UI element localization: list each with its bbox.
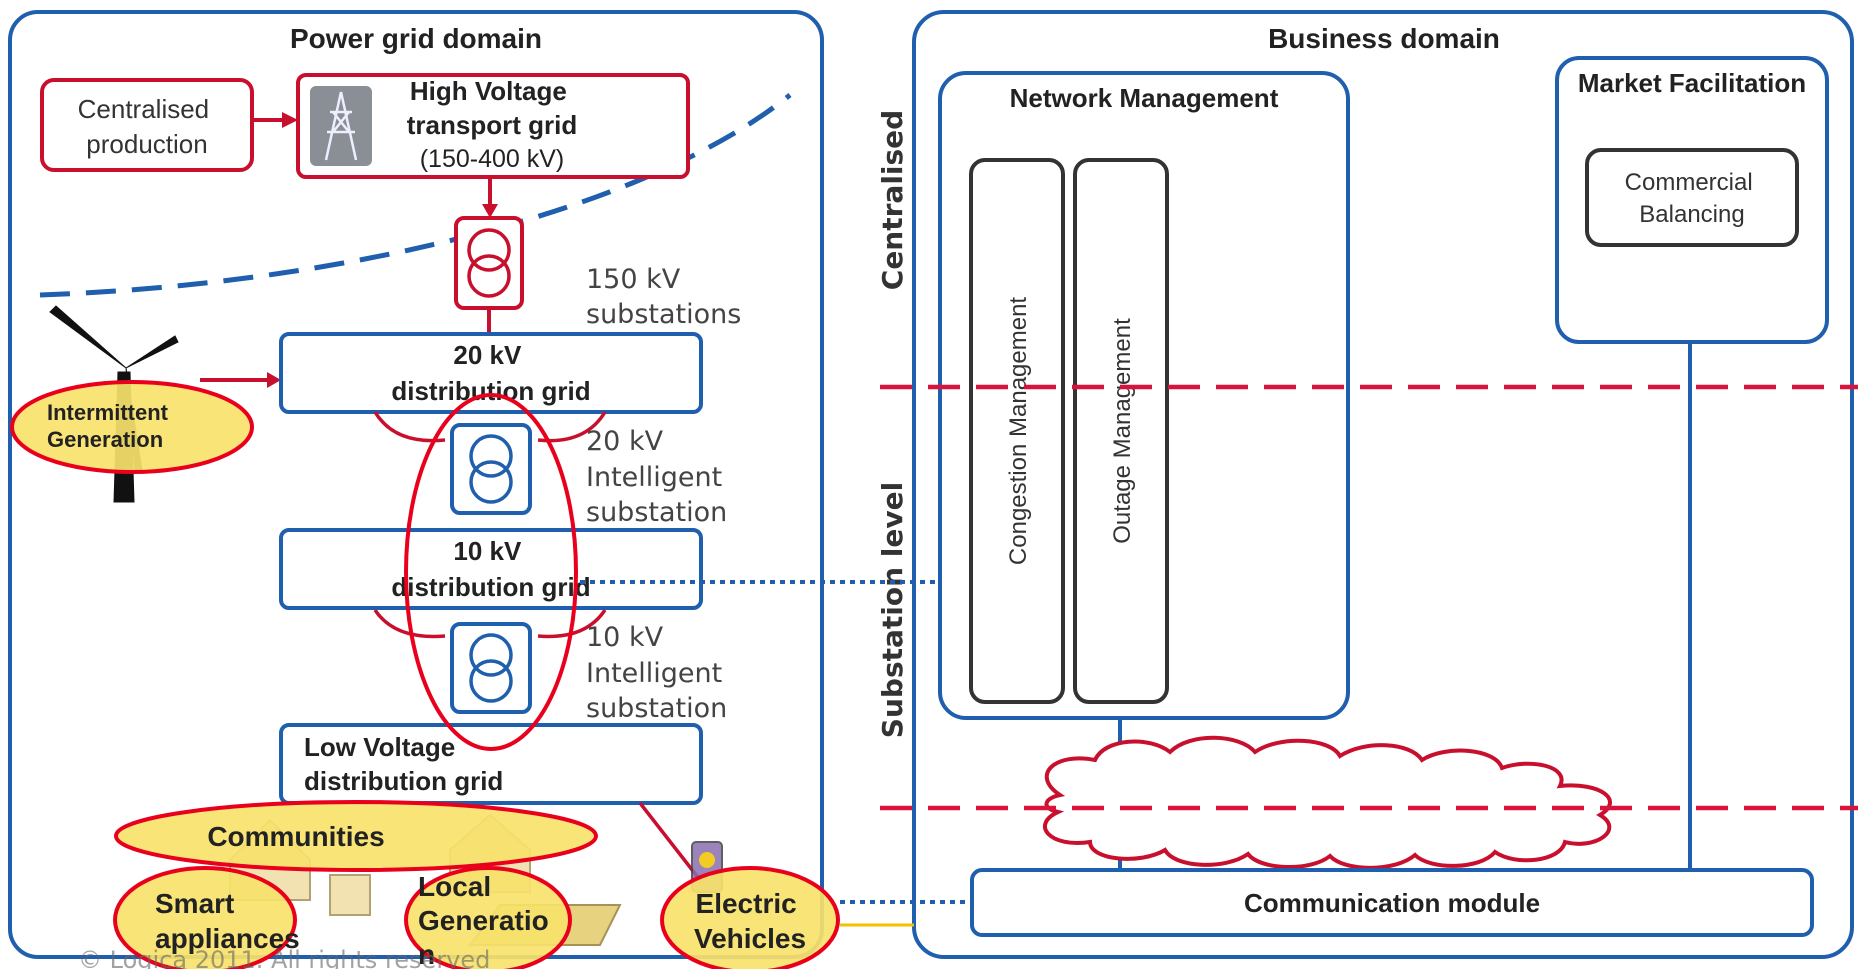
svg-text:20 kV Intelligent subs: 20 kV Intelligent substation (586, 426, 731, 528)
svg-text:Intermittent Generation: Intermittent Generation (47, 400, 174, 452)
lv-to-ev-line (638, 801, 702, 882)
svg-text:Smart appliances: Smart appliances (155, 888, 300, 954)
congestion-management-box (969, 158, 1065, 704)
electric-vehicles-label: Vehicles (694, 923, 806, 954)
power-grid-domain-title: Power grid domain (290, 23, 542, 54)
outage-management-box (1073, 158, 1169, 704)
communities-highlight (114, 800, 598, 872)
communication-module-label: Communication module (1244, 888, 1540, 918)
centralised-production-label: production (86, 129, 207, 159)
svg-text:Low Voltage distribution g: Low Voltage distribution grid (304, 732, 503, 796)
arrowhead (282, 112, 298, 128)
svg-text:Local Generatio n: Local Generatio n (418, 871, 556, 969)
grid-arc (537, 608, 607, 639)
grid-10kv-label: 10 kV (453, 536, 522, 566)
congestion-management-label: Congestion Management (1005, 297, 1032, 566)
smart-appliances-label: appliances (155, 923, 300, 954)
transformer-icon (469, 434, 513, 504)
grid-10kv-box (279, 528, 703, 610)
grid-20kv-label: 20 kV (453, 340, 522, 370)
outage-management-label: Outage Management (1109, 318, 1136, 544)
pylon-icon (310, 86, 372, 166)
intermittent-generation-label: Intermittent (47, 400, 169, 425)
substation-10kv-label: 10 kV (586, 622, 664, 653)
network-cloud-icon (1043, 735, 1612, 870)
centralised-production-label: Centralised (78, 94, 210, 124)
grid-arc (373, 609, 446, 639)
arrowhead (482, 204, 498, 218)
local-generation-label: Generatio (418, 905, 549, 936)
hv-transport-grid-box (296, 73, 690, 179)
business-domain-title: Business domain (1268, 23, 1500, 54)
substation-10kv-label: Intelligent (586, 658, 722, 689)
lv-grid-label: distribution grid (304, 766, 503, 796)
substation-20kv-box (450, 423, 532, 515)
svg-text:10 kV distribution grid: 10 kV distribution grid (391, 536, 590, 602)
intermittent-generation-highlight (10, 380, 254, 474)
centralised-production-box (40, 78, 254, 172)
network-management-title: Network Management (1010, 83, 1279, 113)
grid-20kv-box (279, 332, 703, 414)
smart-appliances-label: Smart (155, 888, 234, 919)
arrowhead (267, 372, 281, 388)
svg-text:20 kV distribution grid: 20 kV distribution grid (391, 340, 590, 406)
local-generation-label: n (418, 939, 435, 969)
svg-text:150 kV substations: 150 kV substations (586, 264, 741, 330)
svg-text:10 kV Intelligent subs: 10 kV Intelligent substation (586, 622, 731, 724)
copyright-text: © Logica 2011. All rights reserved (78, 946, 490, 969)
hv-grid-label: transport grid (407, 110, 577, 140)
electric-vehicles-label: Electric (696, 888, 797, 919)
smart-appliances-highlight (113, 866, 297, 969)
substation-10kv-label: substation (586, 693, 727, 724)
intermittent-generation-label: Generation (47, 427, 163, 452)
local-generation-highlight (404, 866, 572, 969)
local-generation-label: Local (418, 871, 491, 902)
market-facilitation-title: Market Facilitation (1578, 68, 1806, 98)
commercial-balancing-label: Balancing (1639, 201, 1744, 228)
hv-grid-label: High Voltage (410, 76, 567, 106)
lv-grid-box (279, 723, 703, 805)
svg-text:Electric Vehicles: Electric Vehicles (694, 888, 806, 954)
hv-grid-voltage: (150-400 kV) (420, 145, 565, 173)
substation-20kv-label: 20 kV (586, 426, 664, 457)
svg-text:Commercial Balancing: Commercial Balancing (1625, 169, 1760, 228)
transformer-icon (467, 228, 511, 298)
level-substation-label: Substation level (876, 482, 909, 738)
substation-150kv-label: 150 kV (586, 264, 681, 295)
substation-20kv-label: Intelligent (586, 462, 722, 493)
lv-grid-label: Low Voltage (304, 732, 455, 762)
transformer-icon (469, 633, 513, 703)
electric-vehicles-highlight (660, 866, 840, 969)
svg-text:High Voltage transport gri: High Voltage transport grid (407, 76, 577, 140)
svg-text:Centralised production: Centralised production (78, 94, 217, 159)
substation-20kv-label: substation (586, 497, 727, 528)
substation-10kv-box (450, 622, 532, 714)
level-centralised-label: Centralised (876, 110, 909, 290)
intelligent-substation-highlight (404, 393, 578, 751)
communities-label: Communities (207, 821, 384, 852)
substation-150kv-label: substations (586, 299, 741, 330)
commercial-balancing-label: Commercial (1625, 169, 1753, 196)
grid-20kv-label: distribution grid (391, 376, 590, 406)
commercial-balancing-box (1585, 148, 1799, 247)
grid-10kv-label: distribution grid (391, 572, 590, 602)
